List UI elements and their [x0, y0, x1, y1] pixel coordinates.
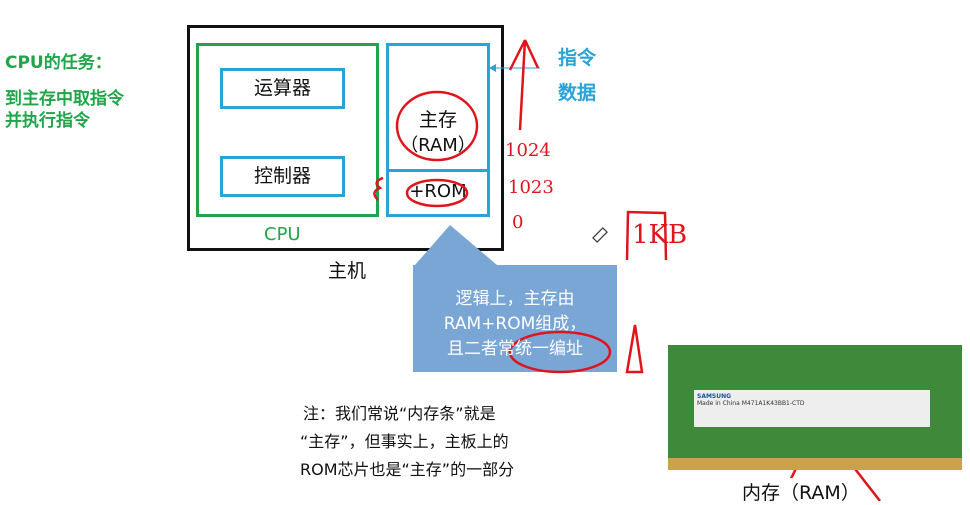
memory-box: [386, 43, 490, 217]
brace-mark: [373, 176, 384, 201]
origin-label: Made in China: [697, 400, 740, 407]
host-label: 主机: [328, 260, 367, 282]
part-label: M471A1K43BB1-CTD: [741, 400, 805, 407]
controller-box: 控制器: [220, 156, 345, 197]
size-1kb: 1KB: [632, 220, 688, 250]
instruction-label: 指令: [558, 47, 597, 69]
alu-box: 运算器: [220, 68, 345, 109]
rom-label: +ROM: [409, 181, 467, 202]
cpu-box: [196, 43, 379, 217]
callout-line3: 且二者常统一编址: [447, 339, 583, 359]
cpu-task-line1: 到主存中取指令: [5, 89, 124, 109]
cpu-task-title: CPU的任务：: [5, 53, 112, 73]
memory-divider: [386, 169, 490, 172]
addr-1023: 1023: [508, 177, 554, 198]
ram-label: （RAM）: [400, 135, 476, 156]
main-memory-label: 主存: [418, 109, 457, 131]
note-line1: 注：我们常说“内存条”就是: [303, 404, 496, 423]
flow-arrowhead: [489, 64, 496, 72]
ram-stick-photo: SAMSUNG Made in China M471A1K43BB1-CTD: [668, 345, 962, 470]
kb-box: [625, 210, 668, 261]
callout-line2: RAM+ROM组成，: [443, 314, 587, 334]
ram-sticker: SAMSUNG Made in China M471A1K43BB1-CTD: [694, 390, 930, 427]
data-label: 数据: [558, 82, 597, 104]
cpu-label: CPU: [264, 224, 301, 245]
triangle-mark: [625, 324, 644, 374]
rom-circle: [405, 178, 469, 208]
callout-bg: [413, 265, 617, 372]
callout-tail: [415, 225, 497, 265]
ram-circle: [395, 90, 479, 162]
callout-line1: 逻辑上，主存由: [455, 289, 575, 309]
addr-0: 0: [512, 212, 524, 233]
pencil-icon: [592, 227, 608, 243]
cpu-task-line2: 并执行指令: [5, 111, 90, 131]
callout-circle: [508, 330, 612, 374]
host-box: [187, 25, 504, 251]
note-line2: “主存”，但事实上，主板上的: [300, 432, 509, 451]
note-line3: ROM芯片也是“主存”的一部分: [300, 460, 515, 479]
up-arrow-drawn: [508, 39, 540, 131]
addr-1024: 1024: [505, 140, 551, 161]
brand-label: SAMSUNG: [697, 393, 732, 400]
